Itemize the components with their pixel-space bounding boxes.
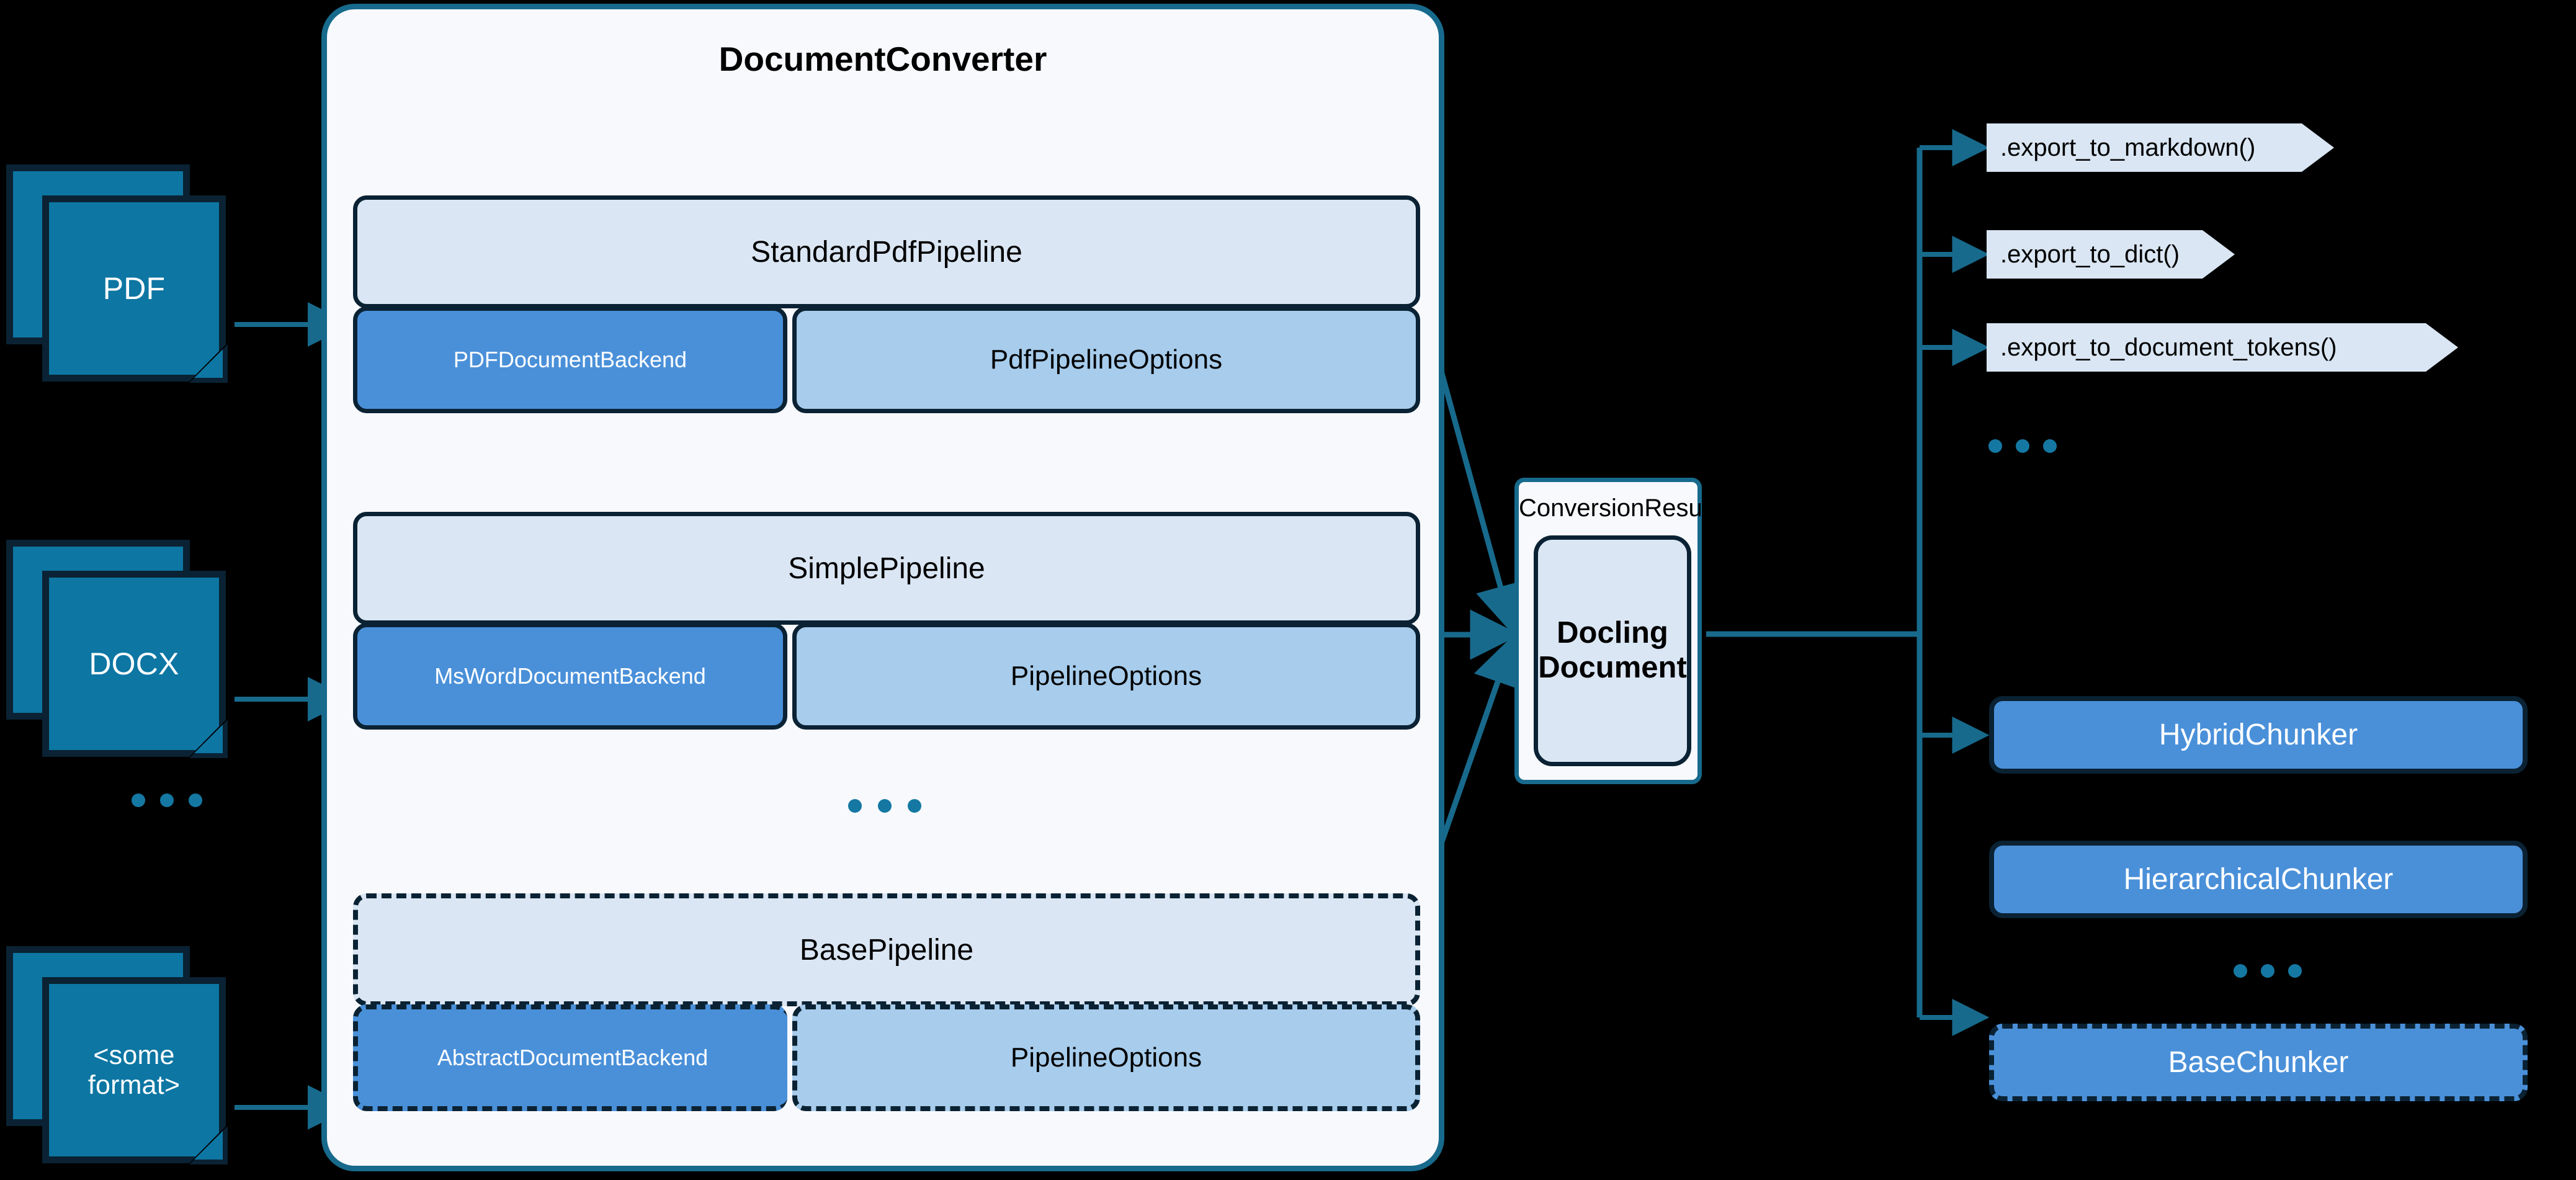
ellipsis-dot-icon — [2234, 964, 2247, 978]
document-converter-container: DocumentConverter StandardPdfPipeline PD… — [321, 4, 1444, 1171]
chunker-hierarchical[interactable]: HierarchicalChunker — [1989, 841, 2528, 918]
pipeline-components-row: MsWordDocumentBackend PipelineOptions — [353, 623, 1420, 730]
pipeline-components-row: AbstractDocumentBackend PipelineOptions — [353, 1004, 1420, 1111]
docling-document-line1: Docling — [1557, 616, 1668, 650]
pipeline-backend-box[interactable]: AbstractDocumentBackend — [353, 1004, 787, 1111]
docling-document-line2: Document — [1538, 651, 1687, 684]
chunkers-ellipsis — [2234, 964, 2302, 978]
pipeline-name-box[interactable]: StandardPdfPipeline — [353, 195, 1420, 308]
pipeline-name-label: SimplePipeline — [788, 552, 985, 585]
pipeline-options-label: PdfPipelineOptions — [990, 344, 1223, 375]
pipeline-backend-box[interactable]: PDFDocumentBackend — [353, 306, 787, 413]
pipeline-backend-label: PDFDocumentBackend — [453, 347, 687, 372]
input-document-label: PDF — [102, 271, 166, 306]
ellipsis-dot-icon — [908, 799, 921, 813]
pipeline-options-label: PipelineOptions — [1010, 1042, 1202, 1073]
pipeline-backend-box[interactable]: MsWordDocumentBackend — [353, 623, 787, 730]
chunker-label: HybridChunker — [2158, 718, 2358, 751]
ellipsis-dot-icon — [2288, 964, 2302, 978]
pipeline-name-box[interactable]: BasePipeline — [353, 893, 1420, 1006]
ellipsis-dot-icon — [2043, 439, 2057, 453]
pipeline-options-box[interactable]: PdfPipelineOptions — [792, 306, 1420, 413]
document-front-sheet: PDF — [42, 195, 226, 382]
input-ellipsis — [132, 793, 202, 807]
pipeline-options-label: PipelineOptions — [1010, 661, 1202, 691]
pipeline-name-box[interactable]: SimplePipeline — [353, 512, 1420, 625]
pipeline-components-row: PDFDocumentBackend PdfPipelineOptions — [353, 306, 1420, 413]
export-label: .export_to_document_tokens() — [2000, 333, 2337, 361]
export-to-dict-shape[interactable]: .export_to_dict() — [1987, 230, 2235, 279]
conversion-result-title: ConversionResult — [1519, 494, 1715, 522]
ellipsis-dot-icon — [1988, 439, 2002, 453]
converter-ellipsis — [848, 799, 921, 813]
exports-ellipsis — [1988, 439, 2057, 453]
chunker-label: BaseChunker — [2168, 1046, 2349, 1079]
export-label: .export_to_dict() — [2000, 240, 2180, 268]
pipeline-options-box[interactable]: PipelineOptions — [792, 1004, 1420, 1111]
chunker-hybrid[interactable]: HybridChunker — [1989, 696, 2528, 774]
ellipsis-dot-icon — [878, 799, 892, 813]
chunker-label: HierarchicalChunker — [2123, 863, 2394, 896]
ellipsis-dot-icon — [160, 793, 174, 807]
pipeline-group-simple: SimplePipeline MsWordDocumentBackend Pip… — [353, 512, 1420, 730]
document-converter-title: DocumentConverter — [718, 40, 1047, 78]
pipeline-backend-label: MsWordDocumentBackend — [434, 663, 706, 689]
pipeline-options-box[interactable]: PipelineOptions — [792, 623, 1420, 730]
pipeline-group-standard-pdf: StandardPdfPipeline PDFDocumentBackend P… — [353, 195, 1420, 413]
export-to-document-tokens-shape[interactable]: .export_to_document_tokens() — [1987, 323, 2458, 372]
ellipsis-dot-icon — [2261, 964, 2274, 978]
input-document-label: DOCX — [89, 646, 179, 681]
pipeline-backend-label: AbstractDocumentBackend — [437, 1045, 709, 1070]
pipeline-name-label: StandardPdfPipeline — [751, 235, 1022, 269]
export-to-markdown-shape[interactable]: .export_to_markdown() — [1987, 123, 2334, 172]
ellipsis-dot-icon — [132, 793, 145, 807]
ellipsis-dot-icon — [848, 799, 862, 813]
conversion-result-container: ConversionResult Docling Document — [1514, 478, 1715, 784]
chunker-base[interactable]: BaseChunker — [1989, 1024, 2528, 1101]
ellipsis-dot-icon — [2016, 439, 2029, 453]
docling-document-node[interactable]: Docling Document — [1534, 535, 1691, 766]
pipeline-name-label: BasePipeline — [799, 933, 974, 967]
export-label: .export_to_markdown() — [2000, 133, 2256, 161]
document-front-sheet: DOCX — [42, 571, 226, 757]
ellipsis-dot-icon — [189, 793, 202, 807]
pipeline-group-base: BasePipeline AbstractDocumentBackend Pip… — [353, 893, 1420, 1111]
